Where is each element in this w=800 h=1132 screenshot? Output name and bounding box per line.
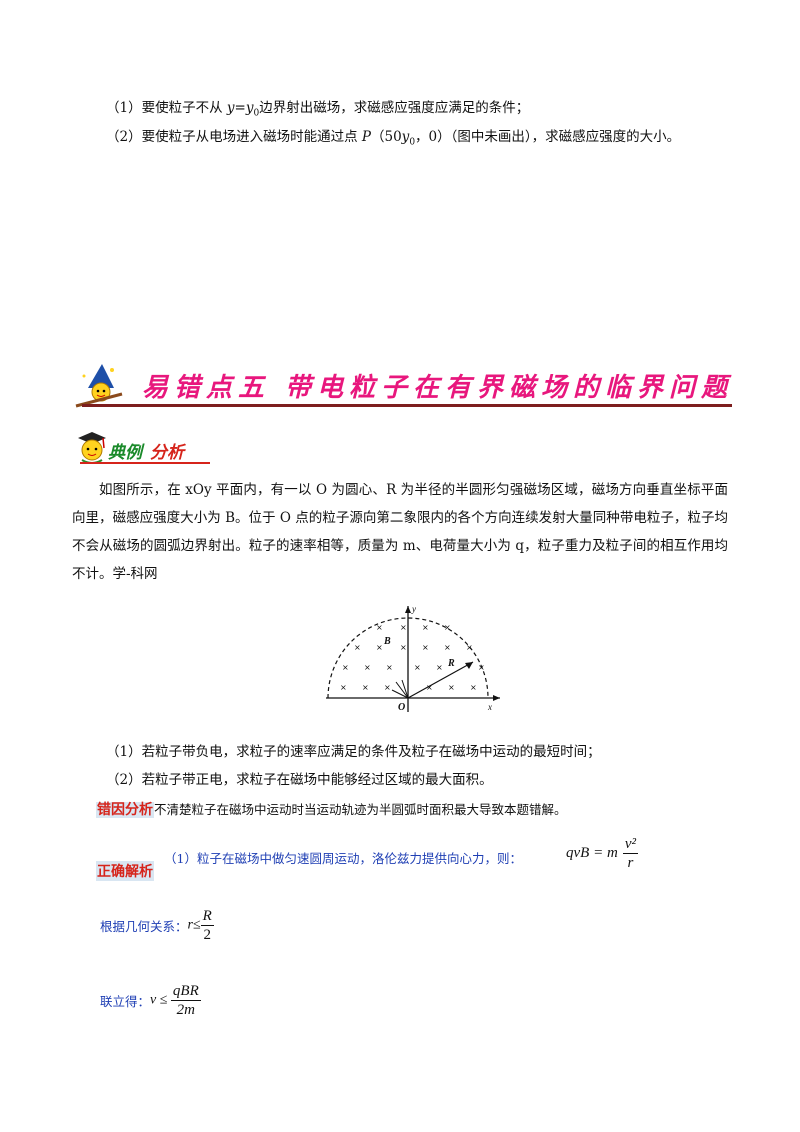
example-label-2: 分析 <box>150 443 184 463</box>
svg-text:×: × <box>376 643 383 652</box>
svg-text:×: × <box>414 663 421 672</box>
svg-text:×: × <box>340 683 347 692</box>
svg-text:×: × <box>436 663 443 672</box>
semicircle-boundary <box>327 617 489 699</box>
example-underline <box>80 462 210 464</box>
step-1-den: r <box>627 855 634 871</box>
svg-text:×: × <box>422 643 429 652</box>
problem-text: 如图所示，在 xOy 平面内，有一以 O 为圆心、R 为半径的半圆形匀强磁场区域… <box>72 482 728 582</box>
svg-text:×: × <box>470 683 477 692</box>
svg-text:×: × <box>422 623 429 632</box>
sub-question-1: （1）若粒子带负电，求粒子的速率应满足的条件及粒子在磁场中运动的最短时间； <box>106 744 601 760</box>
magnetic-field-figure: × × × × × × × × × × × × × × × × × × × × × × y x O B R <box>326 604 500 713</box>
svg-text:×: × <box>384 683 391 692</box>
particle-dir-2 <box>401 679 409 699</box>
section-header: 易错点五 带电粒子在有界磁场的临界问题 <box>72 362 732 412</box>
coord-close: ，0） <box>415 129 451 145</box>
correct-label-text: 正确解析 <box>96 861 154 881</box>
var-y: y <box>226 100 235 116</box>
step-3-den: 2m <box>176 1002 195 1018</box>
svg-text:×: × <box>364 663 371 672</box>
svg-text:×: × <box>342 663 349 672</box>
svg-text:×: × <box>400 643 407 652</box>
step-1-lhs: qvB = m <box>566 845 618 861</box>
svg-text:×: × <box>478 663 485 672</box>
particle-dir-3 <box>391 689 409 699</box>
equals: = <box>234 100 246 116</box>
sub-question-2: （2）若粒子带正电，求粒子在磁场中能够经过区域的最大面积。 <box>106 772 493 788</box>
radius-line <box>407 661 474 699</box>
svg-text:×: × <box>376 623 383 632</box>
question-2: （2）要使粒子从电场进入磁场时能通过点 P（50y0，0）（图中未画出），求磁感… <box>106 127 680 153</box>
step-2-den: 2 <box>203 927 211 943</box>
step-2-num: R <box>200 908 214 926</box>
label-r: R <box>447 658 455 669</box>
label-y: y <box>411 604 416 614</box>
label-o: O <box>398 702 405 713</box>
label-b: B <box>383 636 391 647</box>
step-3-lhs: v ≤ <box>150 992 171 1008</box>
step-2-lhs: r≤ <box>187 917 201 933</box>
point-p: P <box>361 129 371 145</box>
step-1-text: （1）粒子在磁场中做匀速圆周运动，洛伦兹力提供向心力，则： <box>164 851 522 866</box>
svg-text:×: × <box>362 683 369 692</box>
coord-sub: 0 <box>409 137 416 148</box>
step-3-num: qBR <box>170 983 201 1001</box>
x-axis-arrow-icon <box>493 695 500 701</box>
svg-text:×: × <box>400 623 407 632</box>
field-crosses: × × × × × × × × × × × × × × × × × × × × × × <box>340 623 485 692</box>
example-header: 典例 分析 <box>70 428 230 468</box>
coord-open: （50 <box>370 129 402 145</box>
question-2-prefix: （2）要使粒子从电场进入磁场时能通过点 <box>106 129 362 145</box>
svg-text:×: × <box>444 643 451 652</box>
example-label-1: 典例 <box>108 443 142 463</box>
question-1-suffix: 边界射出磁场，求磁感应强度应满足的条件； <box>259 100 530 116</box>
label-x: x <box>487 702 492 712</box>
error-label: 错因分析 <box>96 802 154 818</box>
svg-text:×: × <box>466 643 473 652</box>
question-1: （1）要使粒子不从 y=y0边界射出磁场，求磁感应强度应满足的条件； <box>106 98 529 124</box>
radius-arrow-icon <box>465 662 473 669</box>
error-text: 不清楚粒子在磁场中运动时当运动轨迹为半圆弧时面积最大导致本题错解。 <box>154 802 567 817</box>
svg-text:×: × <box>444 623 451 632</box>
question-1-prefix: （1）要使粒子不从 <box>106 100 227 116</box>
svg-text:×: × <box>426 683 433 692</box>
question-2-suffix: （图中未画出），求磁感应强度的大小。 <box>450 129 681 145</box>
y-axis-arrow-icon <box>405 606 411 613</box>
section-underline <box>82 404 732 407</box>
var-y0: y <box>245 100 254 116</box>
svg-text:×: × <box>354 643 361 652</box>
error-analysis: 错因分析不清楚粒子在磁场中运动时当运动轨迹为半圆弧时面积最大导致本题错解。 <box>96 799 567 819</box>
coord-var: y <box>401 129 410 145</box>
svg-text:×: × <box>448 683 455 692</box>
svg-text:×: × <box>386 663 393 672</box>
subscript-0: 0 <box>253 108 260 119</box>
step-3-text: 联立得： <box>100 994 151 1009</box>
section-title: 易错点五 带电粒子在有界磁场的临界问题 <box>142 373 734 403</box>
step-1-num: v² <box>622 836 639 854</box>
particle-dir-1 <box>395 681 409 699</box>
step-2-text: 根据几何关系： <box>100 919 188 934</box>
